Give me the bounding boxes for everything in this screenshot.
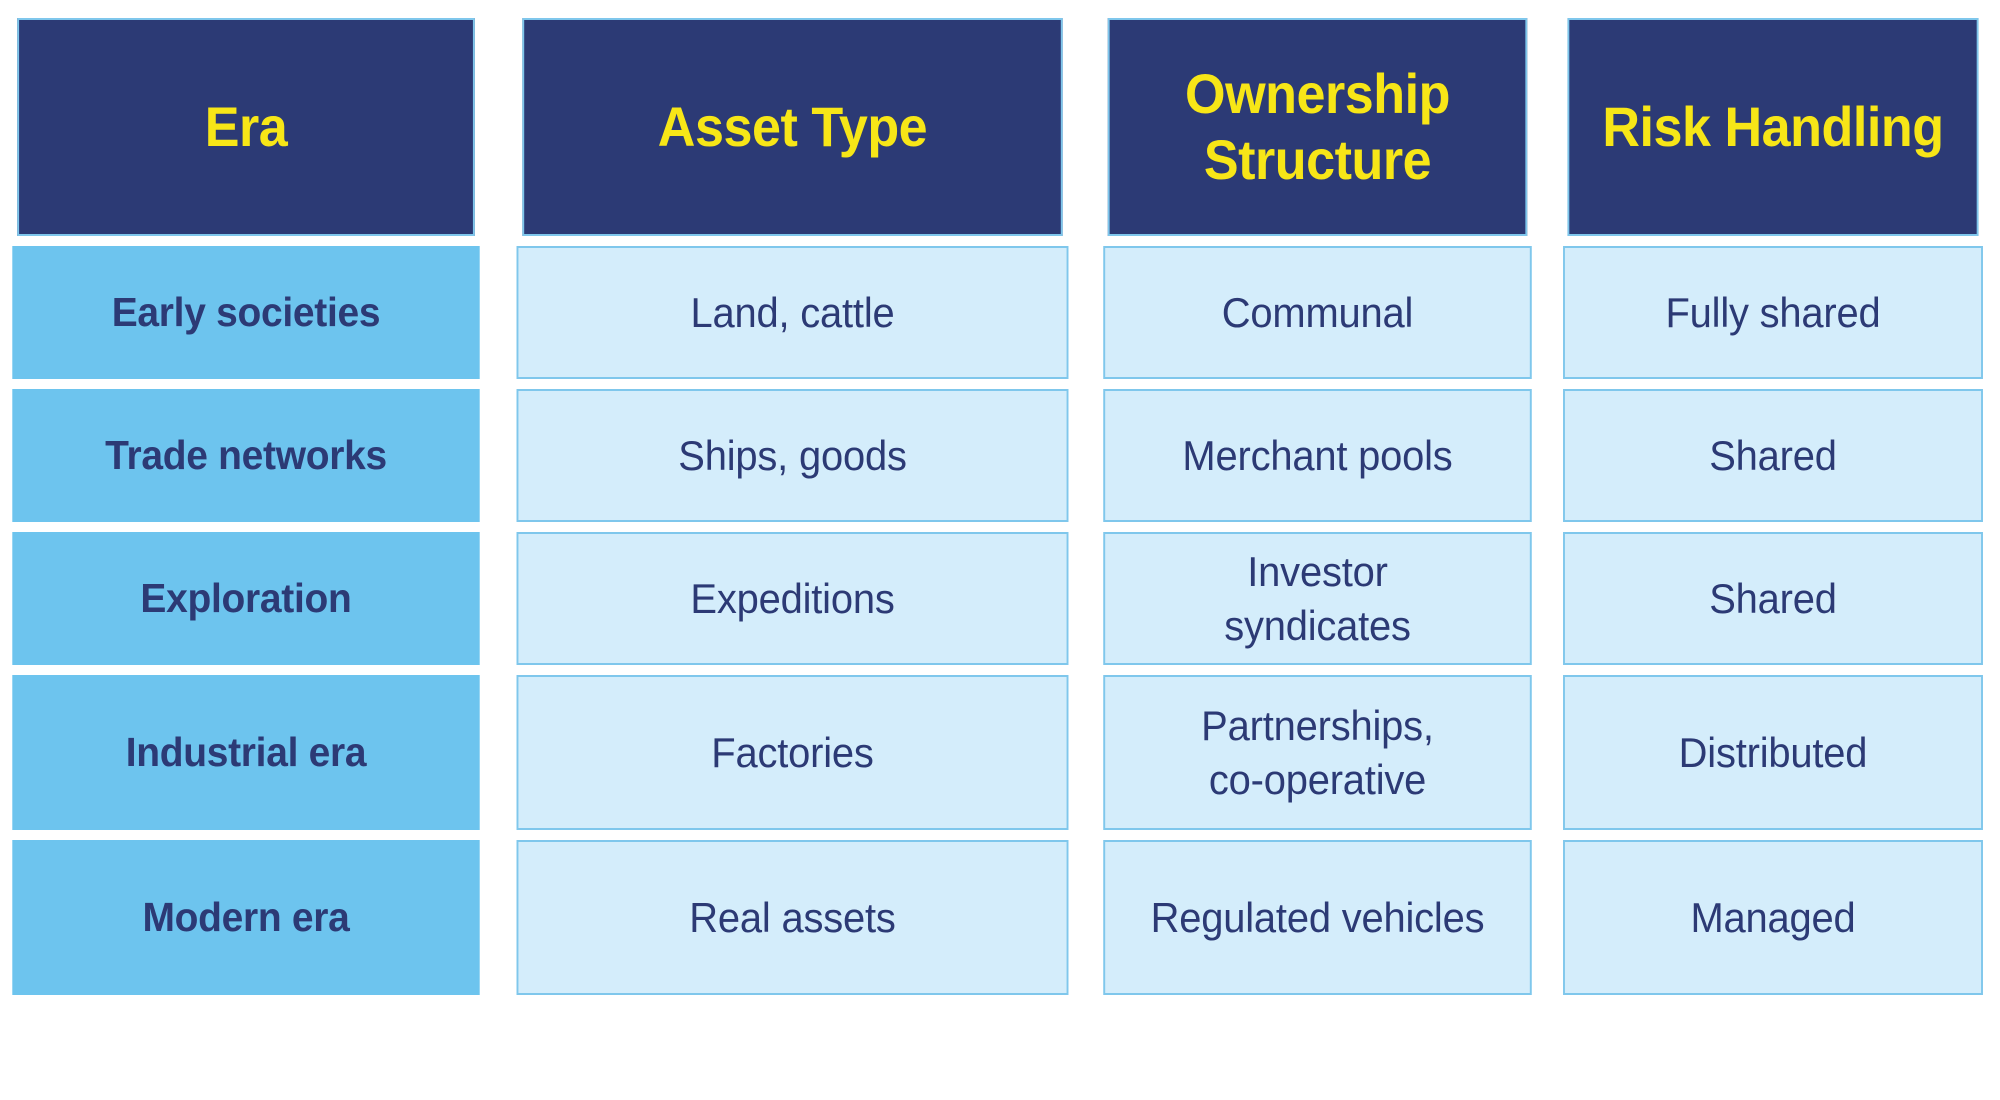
cell-text: Early societies — [111, 288, 381, 335]
column-header-era: Era — [17, 18, 475, 236]
table-row-era-cell: Modern era — [12, 840, 480, 995]
column-header-risk-handling: Risk Handling — [1567, 18, 1979, 236]
cell-text-line1: Partnerships, — [1201, 701, 1434, 749]
cell-text: Exploration — [140, 574, 352, 621]
cell-text-wrap: Regulated vehicles — [1151, 891, 1485, 945]
table-row-asset-type-cell: Real assets — [516, 840, 1069, 995]
cell-text: Fully shared — [1665, 288, 1881, 336]
column-gap — [1083, 532, 1092, 665]
cell-text: Shared — [1709, 431, 1837, 479]
table-row-asset-type-cell: Factories — [516, 675, 1069, 830]
cell-text: Trade networks — [105, 431, 387, 478]
column-gap — [1543, 18, 1552, 236]
table-row-asset-type-cell: Expeditions — [516, 532, 1069, 665]
table-row-era-cell: Trade networks — [12, 389, 480, 522]
cell-text: Real assets — [689, 893, 896, 941]
table-row-era-cell: Exploration — [12, 532, 480, 665]
cell-text-wrap: Communal — [1221, 286, 1414, 340]
table-row-risk-handling-cell: Shared — [1563, 389, 1983, 522]
cell-text: Industrial era — [125, 728, 367, 775]
row-gap — [0, 665, 1994, 675]
column-header-ownership-structure-line1: Ownership — [1185, 61, 1450, 125]
cell-text-wrap: Investor syndicates — [1224, 545, 1411, 653]
cell-text-wrap: Partnerships, co-operative — [1201, 699, 1434, 807]
cell-text: Ships, goods — [678, 431, 907, 479]
column-header-era-label: Era — [204, 94, 288, 158]
column-gap — [1543, 246, 1552, 379]
column-gap — [492, 18, 502, 236]
table-row-asset-type-cell: Land, cattle — [516, 246, 1069, 379]
cell-text-line2: syndicates — [1224, 601, 1411, 649]
cell-text-line1: Investor — [1247, 547, 1388, 595]
cell-text: Modern era — [142, 893, 350, 940]
column-header-asset-type-label: Asset Type — [657, 94, 928, 158]
column-gap — [492, 246, 502, 379]
table-row-risk-handling-cell: Managed — [1563, 840, 1983, 995]
table-row-ownership-structure-cell: Partnerships, co-operative — [1103, 675, 1532, 830]
row-gap — [0, 379, 1994, 389]
table-row-era-cell: Industrial era — [12, 675, 480, 830]
column-gap — [1083, 389, 1092, 522]
cell-text: Expeditions — [690, 574, 895, 622]
table-row-ownership-structure-cell: Investor syndicates — [1103, 532, 1532, 665]
table-row-asset-type-cell: Ships, goods — [516, 389, 1069, 522]
column-gap — [492, 389, 502, 522]
table-row-ownership-structure-cell: Communal — [1103, 246, 1532, 379]
column-gap — [492, 675, 502, 830]
column-gap — [1083, 675, 1092, 830]
column-header-asset-type: Asset Type — [522, 18, 1063, 236]
cell-text-line1: Communal — [1221, 288, 1414, 336]
column-gap — [1083, 246, 1092, 379]
cell-text-wrap: Merchant pools — [1182, 429, 1452, 483]
cell-text-line1: Regulated vehicles — [1150, 893, 1485, 941]
cell-text-line1: Merchant pools — [1182, 431, 1453, 479]
cell-text-line2: co-operative — [1208, 755, 1427, 803]
column-header-ownership-structure: Ownership Structure — [1107, 18, 1528, 236]
table-row-risk-handling-cell: Shared — [1563, 532, 1983, 665]
row-gap — [0, 522, 1994, 532]
column-gap — [1543, 532, 1552, 665]
row-gap — [0, 830, 1994, 840]
cell-text: Land, cattle — [690, 288, 895, 336]
cell-text: Distributed — [1678, 728, 1868, 776]
table-row-risk-handling-cell: Distributed — [1563, 675, 1983, 830]
column-gap — [1083, 840, 1092, 995]
column-gap — [1543, 675, 1552, 830]
column-gap — [1083, 18, 1092, 236]
column-gap — [1543, 389, 1552, 522]
column-gap — [1543, 840, 1552, 995]
column-header-ownership-structure-line2: Structure — [1203, 128, 1432, 191]
column-header-ownership-structure-label: Ownership Structure — [1185, 61, 1450, 193]
table-row-era-cell: Early societies — [12, 246, 480, 379]
cell-text: Managed — [1690, 893, 1856, 941]
column-gap — [492, 532, 502, 665]
cell-text: Shared — [1709, 574, 1837, 622]
row-gap — [0, 236, 1994, 246]
table-row-ownership-structure-cell: Merchant pools — [1103, 389, 1532, 522]
cell-text: Factories — [711, 728, 874, 776]
column-gap — [492, 840, 502, 995]
table-row-ownership-structure-cell: Regulated vehicles — [1103, 840, 1532, 995]
table-row-risk-handling-cell: Fully shared — [1563, 246, 1983, 379]
table-grid: Era Asset Type Ownership Structure Risk … — [0, 18, 1994, 995]
column-header-risk-handling-label: Risk Handling — [1602, 94, 1944, 158]
